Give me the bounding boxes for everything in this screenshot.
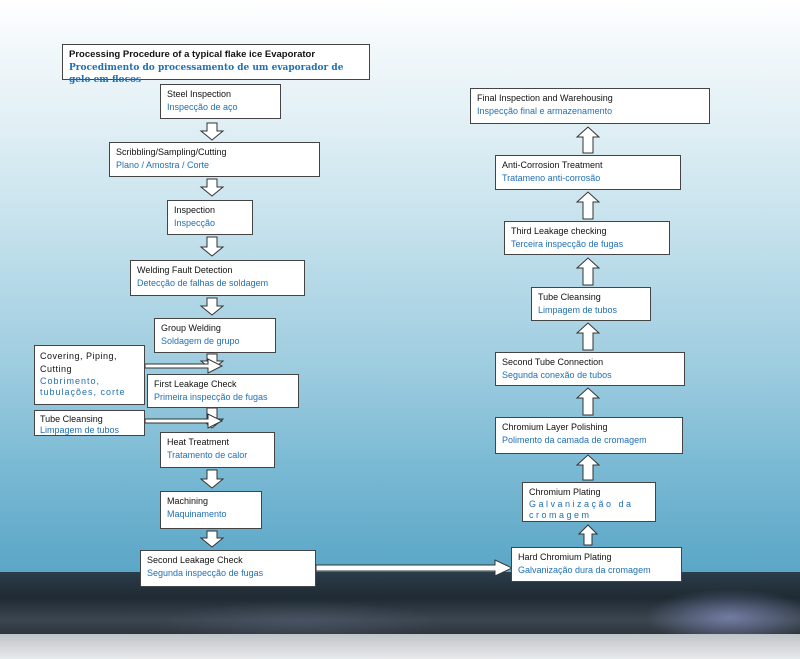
step-inspection: Inspection Inspecção bbox=[167, 200, 253, 235]
step-chromium-layer-polishing: Chromium Layer Polishing Polimento da ca… bbox=[495, 417, 683, 454]
step-label-pt: Primeira inspecção de fugas bbox=[154, 392, 268, 402]
step-label-pt: Maquinamento bbox=[167, 509, 227, 519]
step-label-en: Steel Inspection bbox=[167, 89, 232, 99]
step-label-pt: Tratameno anti-corrosão bbox=[502, 173, 601, 183]
step-label-pt: Galvanização da cromagem bbox=[529, 499, 634, 520]
side-input-label-pt: Limpagem de tubos bbox=[40, 425, 120, 435]
arrow-up-icon bbox=[575, 387, 601, 416]
step-hard-chromium-plating: Hard Chromium Plating Galvanização dura … bbox=[511, 547, 682, 582]
step-tube-cleansing: Tube Cleansing Limpagem de tubos bbox=[531, 287, 651, 321]
arrow-up-icon bbox=[575, 322, 601, 351]
arrow-down-icon bbox=[199, 530, 225, 548]
step-chromium-plating: Chromium Plating Galvanização da cromage… bbox=[522, 482, 656, 522]
side-input-label-en: Tube Cleansing bbox=[40, 414, 103, 424]
title-en: Processing Procedure of a typical flake … bbox=[69, 49, 316, 60]
step-label-pt: Polimento da camada de cromagem bbox=[502, 435, 647, 445]
step-label-pt: Inspecção bbox=[174, 218, 216, 228]
step-label-pt: Limpagem de tubos bbox=[538, 305, 618, 315]
step-label-en: Third Leakage checking bbox=[511, 226, 607, 236]
side-input-label-pt: Cobrimento, tubulações, corte bbox=[40, 376, 126, 397]
step-group-welding: Group Welding Soldagem de grupo bbox=[154, 318, 276, 353]
step-label-pt: Galvanização dura da cromagem bbox=[518, 565, 651, 575]
step-label-en: Anti-Corrosion Treatment bbox=[502, 160, 603, 170]
step-label-pt: Soldagem de grupo bbox=[161, 336, 240, 346]
arrow-down-icon bbox=[199, 178, 225, 197]
step-label-en: Second Leakage Check bbox=[147, 555, 243, 565]
step-scribbling-sampling-cutting: Scribbling/Sampling/Cutting Plano / Amos… bbox=[109, 142, 320, 177]
step-label-en: Tube Cleansing bbox=[538, 292, 601, 302]
step-label-en: Final Inspection and Warehousing bbox=[477, 93, 613, 103]
step-label-en: Group Welding bbox=[161, 323, 221, 333]
step-label-en: Chromium Plating bbox=[529, 487, 601, 497]
arrow-up-icon bbox=[575, 126, 601, 154]
side-input-label-en: Covering, Piping, Cutting bbox=[40, 351, 118, 374]
arrow-down-icon bbox=[199, 469, 225, 489]
step-label-pt: Segunda inspecção de fugas bbox=[147, 568, 264, 578]
arrow-up-icon bbox=[577, 524, 599, 546]
arrow-right-icon bbox=[144, 413, 224, 429]
arrow-right-icon bbox=[144, 358, 224, 374]
step-label-pt: Terceira inspecção de fugas bbox=[511, 239, 624, 249]
step-label-en: Inspection bbox=[174, 205, 216, 215]
arrow-right-icon bbox=[315, 559, 514, 577]
step-label-en: Chromium Layer Polishing bbox=[502, 422, 608, 432]
step-label-pt: Detecção de falhas de soldagem bbox=[137, 278, 269, 288]
step-label-en: Scribbling/Sampling/Cutting bbox=[116, 147, 227, 157]
step-second-leakage-check: Second Leakage Check Segunda inspecção d… bbox=[140, 550, 316, 587]
step-label-en: Machining bbox=[167, 496, 209, 506]
bottom-strip bbox=[0, 634, 800, 659]
arrow-up-icon bbox=[575, 191, 601, 220]
arrow-down-icon bbox=[199, 122, 225, 141]
arrow-up-icon bbox=[575, 454, 601, 481]
step-label-pt: Inspecção de aço bbox=[167, 102, 238, 112]
step-label-pt: Inspecção final e armazenamento bbox=[477, 106, 613, 116]
step-label-en: Hard Chromium Plating bbox=[518, 552, 612, 562]
step-final-inspection-warehousing: Final Inspection and Warehousing Inspecç… bbox=[470, 88, 710, 124]
step-first-leakage-check: First Leakage Check Primeira inspecção d… bbox=[147, 374, 299, 408]
step-third-leakage-checking: Third Leakage checking Terceira inspecçã… bbox=[504, 221, 670, 255]
step-heat-treatment: Heat Treatment Tratamento de calor bbox=[160, 432, 275, 468]
step-anti-corrosion-treatment: Anti-Corrosion Treatment Tratameno anti-… bbox=[495, 155, 681, 190]
arrow-up-icon bbox=[575, 257, 601, 286]
step-label-en: Welding Fault Detection bbox=[137, 265, 233, 275]
step-welding-fault-detection: Welding Fault Detection Detecção de falh… bbox=[130, 260, 305, 296]
title-pt: Procedimento do processamento de um evap… bbox=[69, 63, 344, 85]
step-label-pt: Tratamento de calor bbox=[167, 450, 248, 460]
step-label-pt: Plano / Amostra / Corte bbox=[116, 160, 210, 170]
side-input-tube-cleansing: Tube Cleansing Limpagem de tubos bbox=[34, 410, 145, 436]
step-steel-inspection: Steel Inspection Inspecção de aço bbox=[160, 84, 281, 119]
step-second-tube-connection: Second Tube Connection Segunda conexão d… bbox=[495, 352, 685, 386]
arrow-down-icon bbox=[199, 297, 225, 316]
step-label-en: First Leakage Check bbox=[154, 379, 237, 389]
side-input-covering-piping-cutting: Covering, Piping, Cutting Cobrimento, tu… bbox=[34, 345, 145, 405]
step-label-en: Heat Treatment bbox=[167, 437, 230, 447]
arrow-down-icon bbox=[199, 236, 225, 257]
step-label-pt: Segunda conexão de tubos bbox=[502, 370, 612, 380]
step-machining: Machining Maquinamento bbox=[160, 491, 262, 529]
step-label-en: Second Tube Connection bbox=[502, 357, 604, 367]
diagram-title: Processing Procedure of a typical flake … bbox=[62, 44, 370, 85]
